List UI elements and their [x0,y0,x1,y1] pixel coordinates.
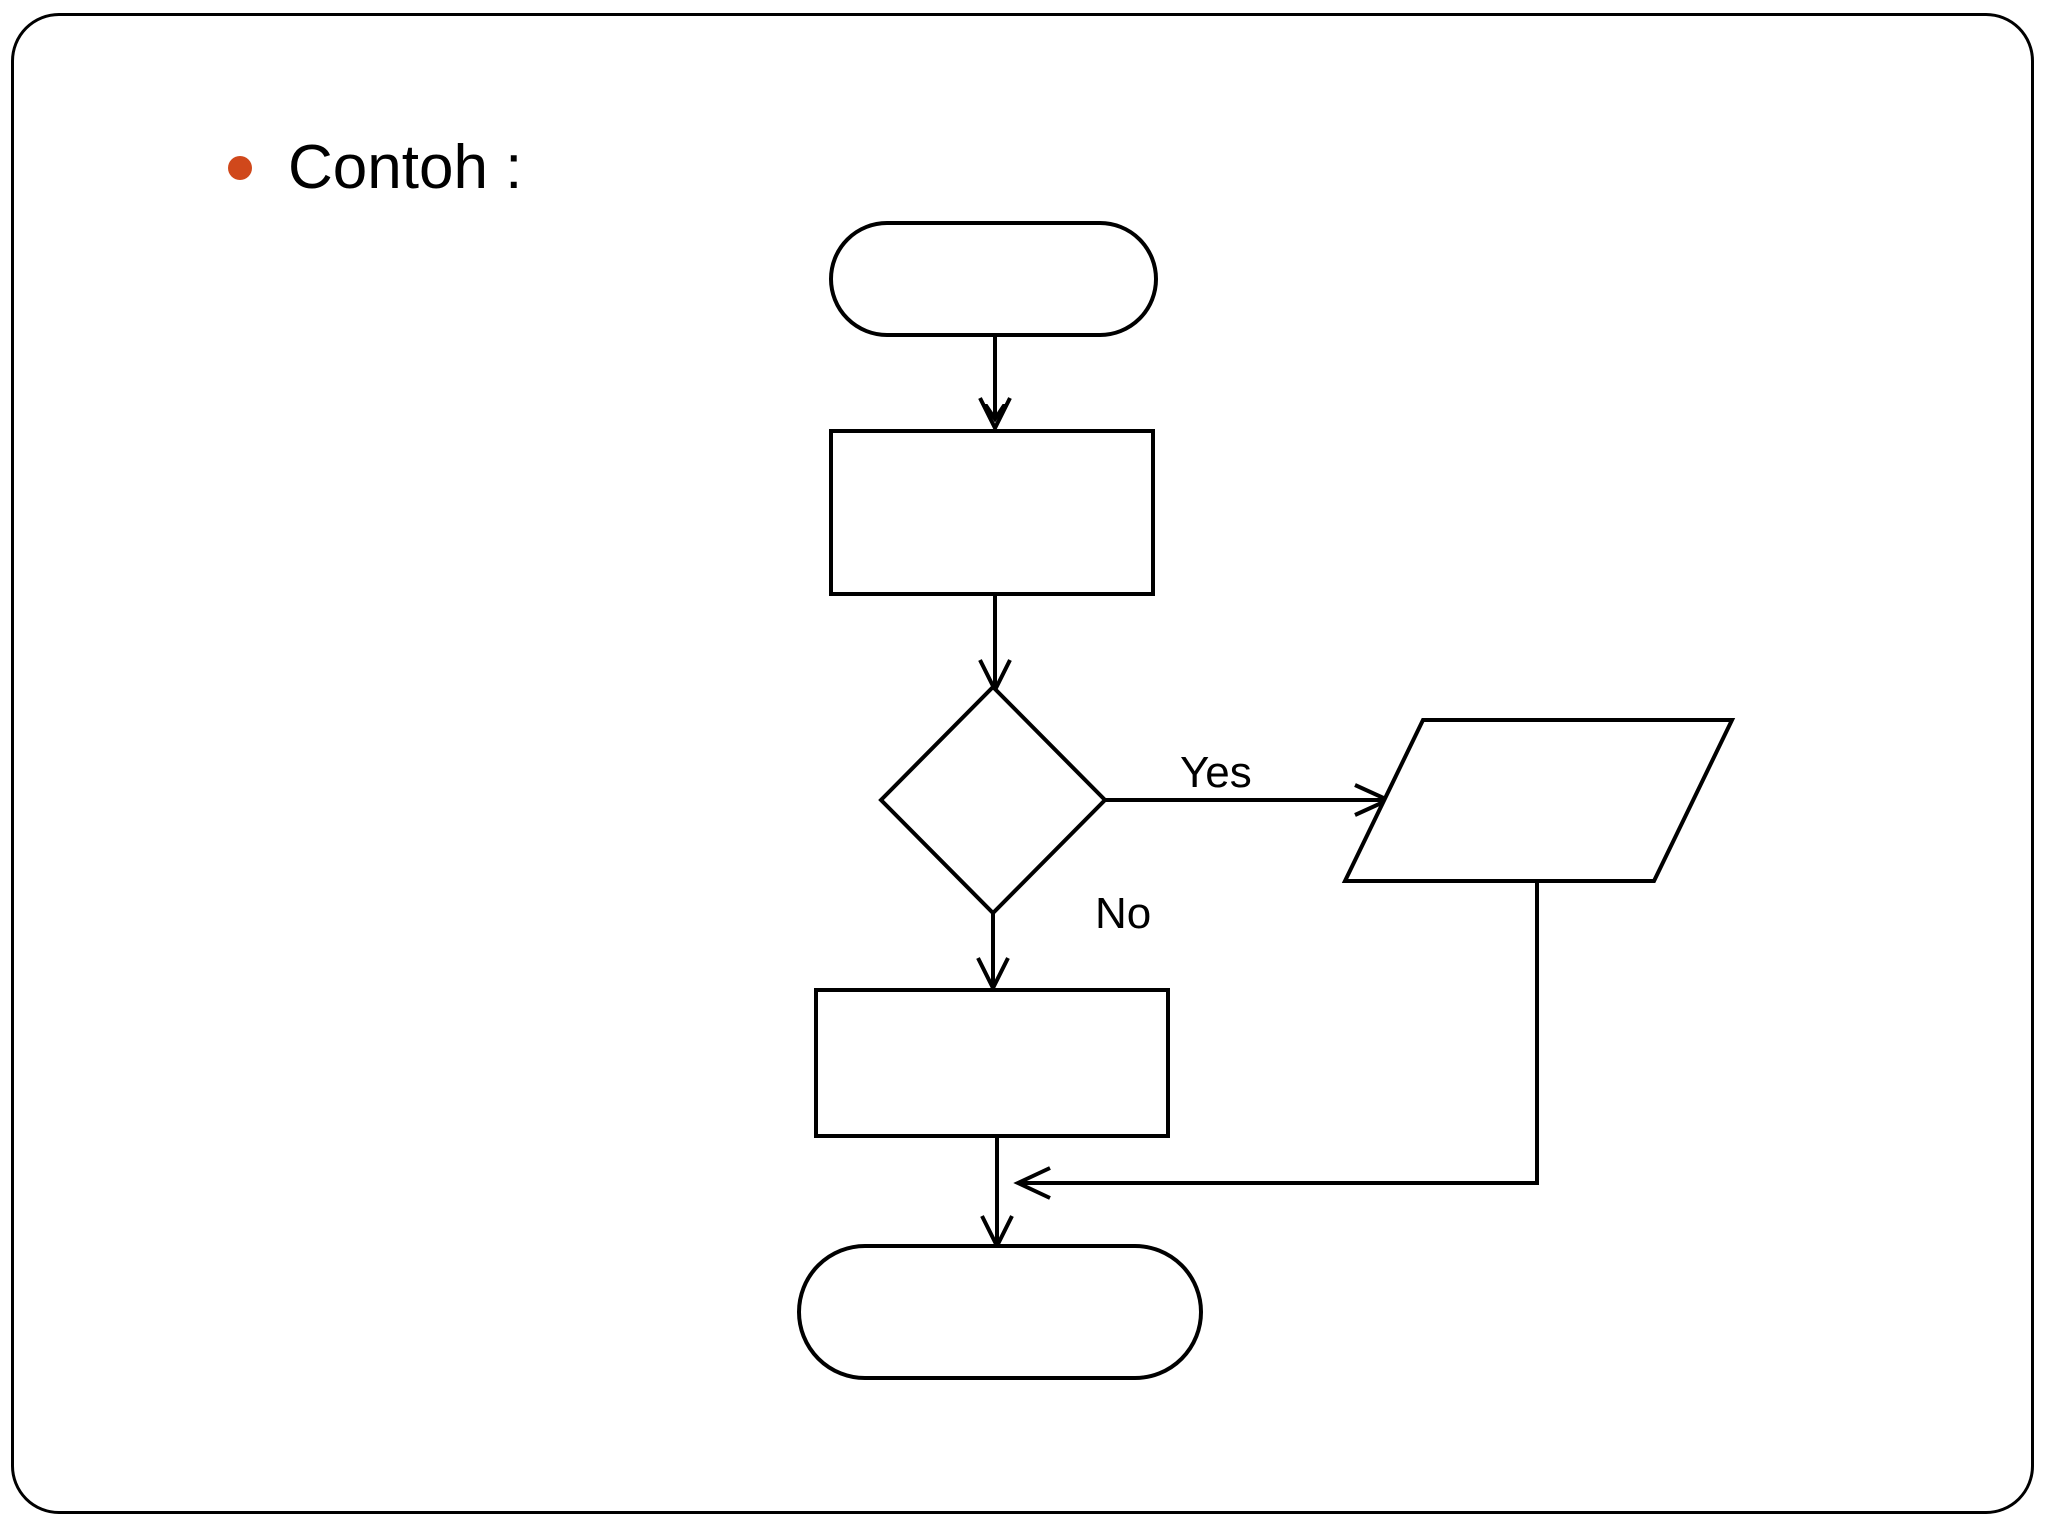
flow-node-io[interactable] [1341,718,1736,883]
flow-node-process2[interactable] [814,988,1170,1138]
flow-node-end[interactable] [797,1244,1203,1380]
flow-node-process1[interactable] [829,429,1155,596]
flow-edge-label-yes: Yes [1180,748,1252,797]
flow-edge-label-no: No [1095,889,1151,938]
flow-edge-decision-io: Yes [1105,748,1393,817]
flow-node-start[interactable] [829,221,1158,337]
page-title: Contoh : [288,133,523,202]
flow-edge-io-end [1013,881,1539,1200]
bullet-heading-line: Contoh : [228,135,522,200]
bullet-dot-icon [228,155,252,180]
flow-node-decision[interactable] [878,684,1108,916]
flow-edge-process1-decision [978,594,1012,695]
flow-edge-start-process1 [978,335,1012,433]
flow-edge-process2-end [980,1136,1014,1251]
